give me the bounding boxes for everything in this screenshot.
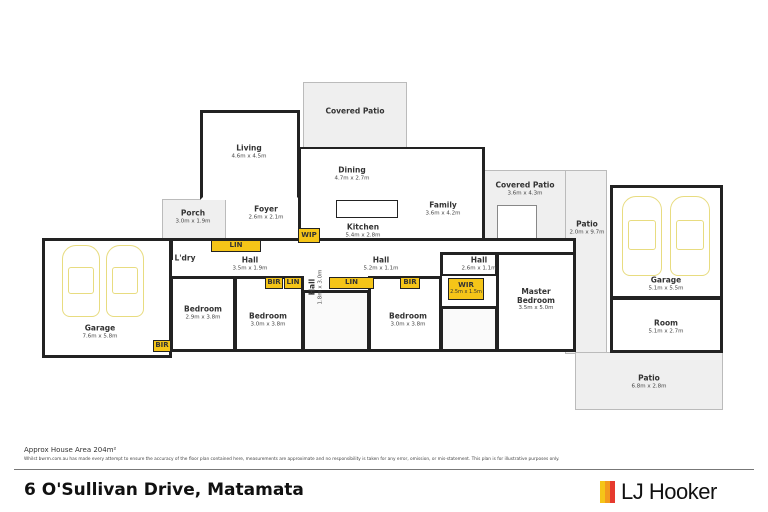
patio-bottom	[575, 352, 723, 410]
covered-patio-table	[497, 205, 537, 240]
walk-in-pantry: WIP	[298, 228, 320, 243]
divider	[14, 469, 754, 470]
built-in-robe: BIR	[153, 340, 171, 352]
bedroom-1	[170, 276, 236, 352]
car-icon	[622, 196, 662, 276]
car-icon	[106, 245, 144, 317]
walk-in-robe: WIR 2.5m x 1.5m	[448, 278, 484, 300]
linen-cupboard: LIN	[284, 277, 302, 289]
covered-patio-top	[303, 82, 407, 148]
property-address: 6 O'Sullivan Drive, Matamata	[24, 480, 304, 500]
linen-cupboard: LIN	[211, 240, 261, 252]
ensuite	[440, 306, 498, 352]
linen-cupboard: LIN	[329, 277, 374, 289]
label-laundry: L'dry	[174, 253, 196, 263]
car-icon	[670, 196, 710, 276]
brand-name: LJ Hooker	[621, 479, 717, 504]
floor-plan: LIN WIP BIR LIN LIN BIR BIR WIR 2.5m x 1…	[42, 82, 723, 410]
disclaimer: Whilst bwrm.com.au has made every attemp…	[24, 457, 560, 462]
room	[610, 297, 723, 353]
built-in-robe: BIR	[265, 277, 283, 289]
logo-bars-icon	[600, 481, 615, 503]
master-bedroom	[496, 252, 576, 352]
house-area: Approx House Area 204m²	[24, 446, 117, 454]
car-icon	[62, 245, 100, 317]
lj-hooker-logo: LJ Hooker	[600, 479, 717, 505]
dining-family	[298, 147, 485, 247]
hall-master	[440, 252, 498, 276]
kitchen-island	[336, 200, 398, 218]
label-covered-patio-top: Covered Patio	[325, 106, 385, 116]
built-in-robe: BIR	[400, 277, 420, 289]
